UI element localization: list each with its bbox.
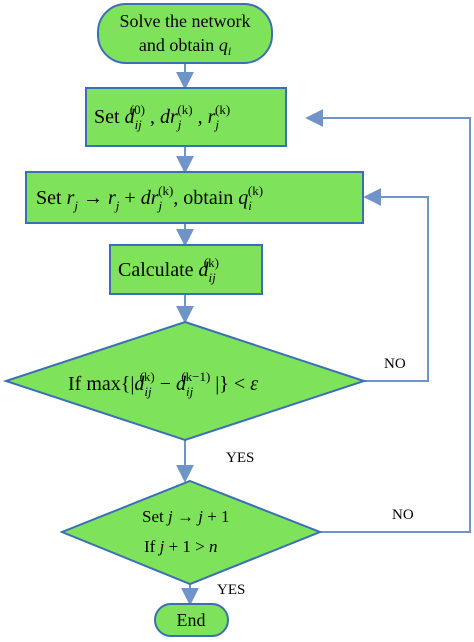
node-decision-convergence: If max{|dij(k) − dij(k−1) |} < ε — [2, 320, 368, 442]
node-end: End — [154, 603, 229, 637]
cond2-line1-a: j — [166, 507, 173, 526]
set-r-d-sup: (k) — [248, 183, 263, 198]
calculate-box — [109, 244, 263, 295]
set-initial-prefix: Set — [94, 106, 125, 128]
edge-label-cond1-no: NO — [384, 356, 406, 372]
set-initial-dr-sub: j — [176, 117, 182, 132]
set-r-mid: , obtain — [173, 187, 238, 209]
decision-iteration-line1: Set j → j + 1 — [142, 507, 230, 526]
set-r-b: r — [108, 187, 116, 209]
cond1-b: d — [176, 373, 187, 395]
set-r-c: dr — [141, 187, 159, 209]
edge-cond2-no-loop — [305, 109, 471, 533]
cond1-a-sup: (k) — [140, 369, 155, 384]
set-r-d: q — [238, 187, 248, 209]
set-initial-r-sub: j — [213, 117, 219, 132]
set-r-c-sup: (k) — [158, 183, 173, 198]
set-initial-d: d — [125, 106, 136, 128]
cond2-line1-suffix: + 1 — [203, 507, 230, 526]
calculate-text: Calculate dij(k) — [118, 255, 219, 285]
solve-line2: and obtain qi — [139, 35, 231, 58]
set-initial-sep1: , — [145, 106, 160, 128]
set-r-plus: + — [119, 187, 140, 209]
set-r-c-sub: j — [156, 198, 162, 213]
decision-convergence-diamond — [2, 320, 368, 442]
edge-label-cond2-yes: YES — [217, 582, 245, 598]
end-label: End — [177, 610, 206, 630]
cond2-line2-prefix: If — [144, 537, 160, 556]
edge-label-cond2-no: NO — [392, 507, 414, 523]
set-initial-r-sup: (k) — [215, 102, 230, 117]
solve-line1: Solve the network — [120, 11, 251, 31]
set-r-arrow: → — [78, 187, 108, 209]
decision-iteration-line2: If j + 1 > n — [144, 537, 218, 556]
cond2-line1-prefix: Set — [142, 507, 168, 526]
solve-var-q: q — [219, 35, 228, 55]
set-r-a-sub: j — [72, 198, 78, 213]
edge-cond1-no-loop — [363, 188, 429, 382]
node-solve-network: Solve the network and obtain qi — [97, 3, 273, 64]
cond2-line1-mid: → — [173, 507, 199, 526]
cond1-a: d — [134, 373, 145, 395]
calculate-prefix: Calculate — [118, 259, 199, 281]
cond2-line1-b: j — [196, 507, 203, 526]
node-set-r: Set rj → rj + drj(k), obtain qi(k) — [25, 171, 364, 224]
set-initial-text: Set dij(0) , drj(k) , rj(k) — [94, 102, 230, 132]
cond1-b-sub: ij — [186, 384, 194, 399]
cond1-eps: ε — [250, 373, 258, 395]
set-initial-dr-sup: (k) — [177, 102, 192, 117]
set-initial-d-sup: (0) — [130, 102, 145, 117]
edges — [176, 63, 471, 606]
cond1-prefix: If max{| — [68, 373, 134, 395]
calculate-d: d — [199, 259, 210, 281]
set-initial-dr: dr — [160, 106, 178, 128]
cond2-line2-mid: + 1 > — [164, 537, 209, 556]
solve-var-q-sub: i — [228, 44, 231, 58]
cond1-suffix: |} < — [210, 373, 250, 395]
node-set-initial: Set dij(0) , drj(k) , rj(k) — [85, 87, 287, 147]
calculate-d-sub: ij — [209, 270, 217, 285]
cond2-line2-b: n — [209, 537, 218, 556]
node-calculate: Calculate dij(k) — [109, 244, 263, 295]
end-terminal — [154, 603, 229, 637]
calculate-d-sup: (k) — [204, 255, 219, 270]
set-r-d-sub: i — [248, 198, 252, 213]
cond2-line2-a: j — [158, 537, 165, 556]
edge-label-cond1-yes: YES — [226, 450, 254, 466]
set-r-text: Set rj → rj + drj(k), obtain qi(k) — [36, 183, 263, 213]
set-r-prefix: Set — [36, 187, 67, 209]
set-r-box — [25, 171, 364, 224]
set-r-b-sub: j — [114, 198, 120, 213]
set-initial-d-sub: ij — [135, 117, 143, 132]
decision-convergence-text: If max{|dij(k) − dij(k−1) |} < ε — [68, 369, 258, 399]
set-initial-sep2: , — [193, 106, 208, 128]
set-r-a: r — [67, 187, 75, 209]
set-initial-r: r — [208, 106, 216, 128]
set-initial-box — [85, 87, 287, 147]
solve-line2-prefix: and obtain — [139, 35, 219, 55]
node-decision-iteration: Set j → j + 1 If j + 1 > n — [59, 479, 323, 586]
start-terminal — [97, 3, 273, 64]
decision-iteration-diamond — [59, 479, 323, 586]
cond1-minus: − — [155, 373, 176, 395]
cond1-a-sub: ij — [144, 384, 152, 399]
cond1-b-sup: (k−1) — [181, 369, 210, 384]
